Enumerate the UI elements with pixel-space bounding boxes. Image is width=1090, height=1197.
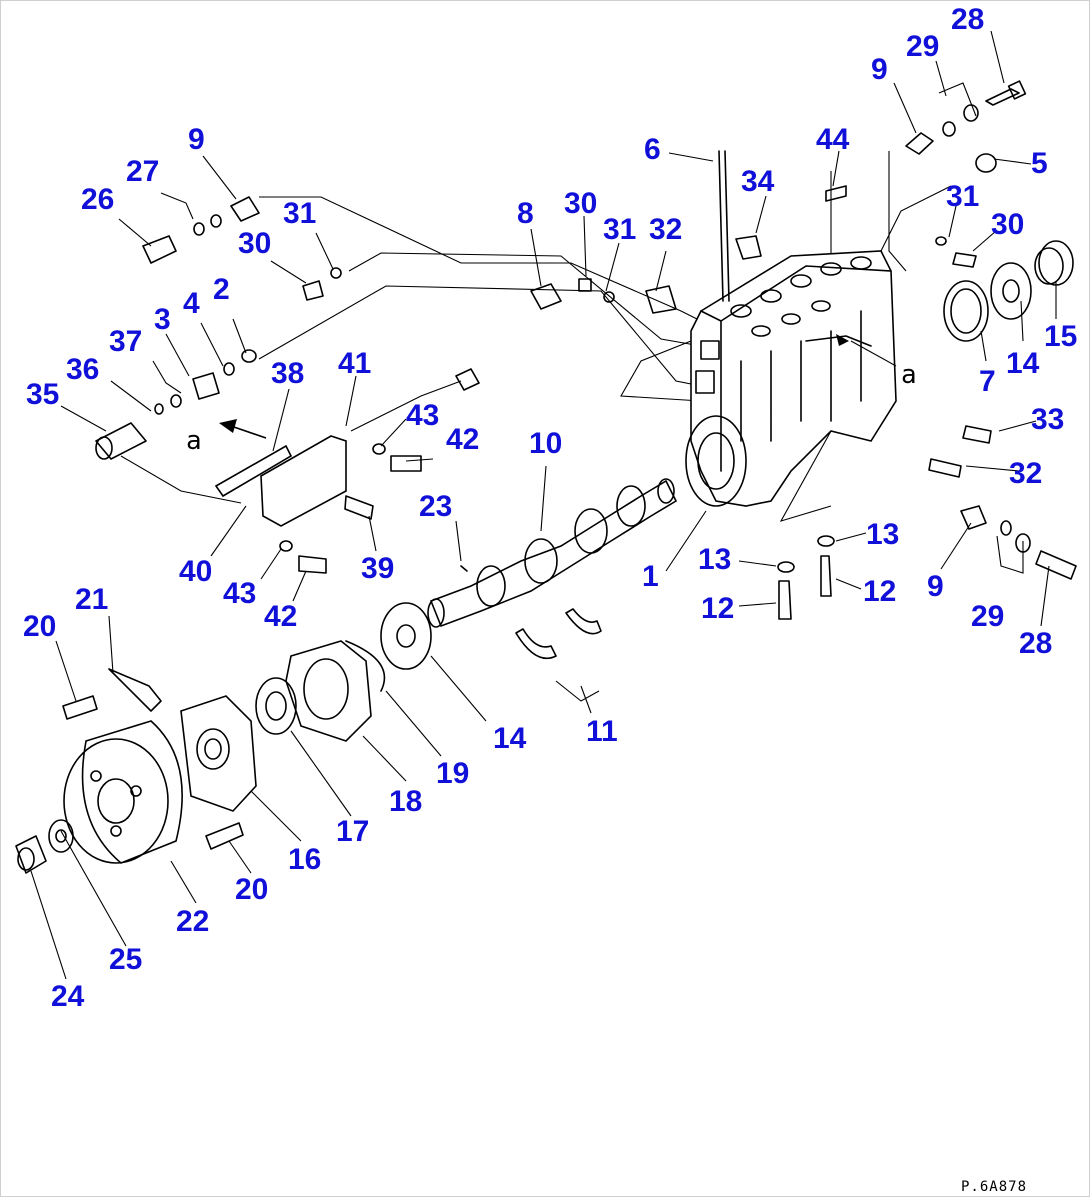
callout-31: 31 <box>946 180 979 213</box>
callout-30-left: 30 <box>238 227 271 260</box>
callout-17: 17 <box>336 815 369 848</box>
leader-lines <box>30 30 1057 980</box>
callout-32: 32 <box>1009 457 1042 490</box>
callout-18: 18 <box>389 785 422 818</box>
callout-21: 21 <box>75 583 108 616</box>
callout-12-mid: 12 <box>701 592 734 625</box>
callout-39: 39 <box>361 552 394 585</box>
callout-16: 16 <box>288 843 321 876</box>
control-bracket-assembly <box>214 368 480 574</box>
callout-8: 8 <box>517 197 534 230</box>
left-upper-fittings <box>95 196 342 504</box>
callout-19: 19 <box>436 757 469 790</box>
callout-28: 28 <box>951 3 984 36</box>
callout-7: 7 <box>979 365 996 398</box>
governor-side-parts <box>15 602 432 874</box>
callout-43: 43 <box>406 399 439 432</box>
callout-13: 13 <box>866 518 899 551</box>
callout-3: 3 <box>154 303 171 336</box>
callout-20: 20 <box>23 610 56 643</box>
callout-15: 15 <box>1044 320 1077 353</box>
callout-12: 12 <box>863 575 896 608</box>
callout-37: 37 <box>109 325 142 358</box>
callout-27: 27 <box>126 155 159 188</box>
callout-2: 2 <box>213 273 230 306</box>
callout-31-mid: 31 <box>603 213 636 246</box>
callout-43-lower: 43 <box>223 577 256 610</box>
callout-9-left: 9 <box>188 123 205 156</box>
callout-36: 36 <box>66 353 99 386</box>
callout-42: 42 <box>446 423 479 456</box>
callout-34: 34 <box>741 165 775 198</box>
callout-9: 9 <box>871 53 888 86</box>
callout-5: 5 <box>1031 147 1048 180</box>
callout-labels: 28 29 9 44 5 6 34 31 30 15 14 7 33 32 13… <box>23 3 1077 1013</box>
callout-29: 29 <box>906 30 939 63</box>
callout-24: 24 <box>51 980 85 1013</box>
callout-29-lower: 29 <box>971 600 1004 633</box>
callout-10: 10 <box>529 427 562 460</box>
callout-23: 23 <box>419 490 452 523</box>
callout-31-left: 31 <box>283 197 316 230</box>
callout-13-mid: 13 <box>698 543 731 576</box>
view-marker-a-right: a <box>901 360 917 390</box>
callout-1: 1 <box>642 560 659 593</box>
callout-6: 6 <box>644 133 661 166</box>
callout-14: 14 <box>1006 347 1040 380</box>
callout-4: 4 <box>183 287 200 320</box>
camshaft-10 <box>427 478 678 628</box>
callout-28-lower: 28 <box>1019 627 1052 660</box>
pump-housing-1 <box>685 250 897 507</box>
callout-22: 22 <box>176 905 209 938</box>
callout-38: 38 <box>271 357 304 390</box>
callout-25: 25 <box>109 943 142 976</box>
top-middle-fittings <box>530 278 677 314</box>
callout-26: 26 <box>81 183 114 216</box>
callout-11: 11 <box>586 715 618 748</box>
bearing-halves-11 <box>515 608 602 660</box>
view-marker-a-left: a <box>186 426 202 456</box>
callout-33: 33 <box>1031 403 1064 436</box>
callout-41: 41 <box>338 347 371 380</box>
callout-40: 40 <box>179 555 212 588</box>
callout-14-lower: 14 <box>493 722 527 755</box>
callout-35: 35 <box>26 378 59 411</box>
callout-30-mid: 30 <box>564 187 597 220</box>
callout-32-mid: 32 <box>649 213 682 246</box>
callout-20-lower: 20 <box>235 873 268 906</box>
sheet-code: P.6A878 <box>961 1179 1027 1195</box>
callout-30: 30 <box>991 208 1024 241</box>
callout-42-lower: 42 <box>264 600 297 633</box>
callout-9-lower: 9 <box>927 570 944 603</box>
callout-44: 44 <box>816 123 850 156</box>
right-side-fittings <box>718 80 1077 620</box>
